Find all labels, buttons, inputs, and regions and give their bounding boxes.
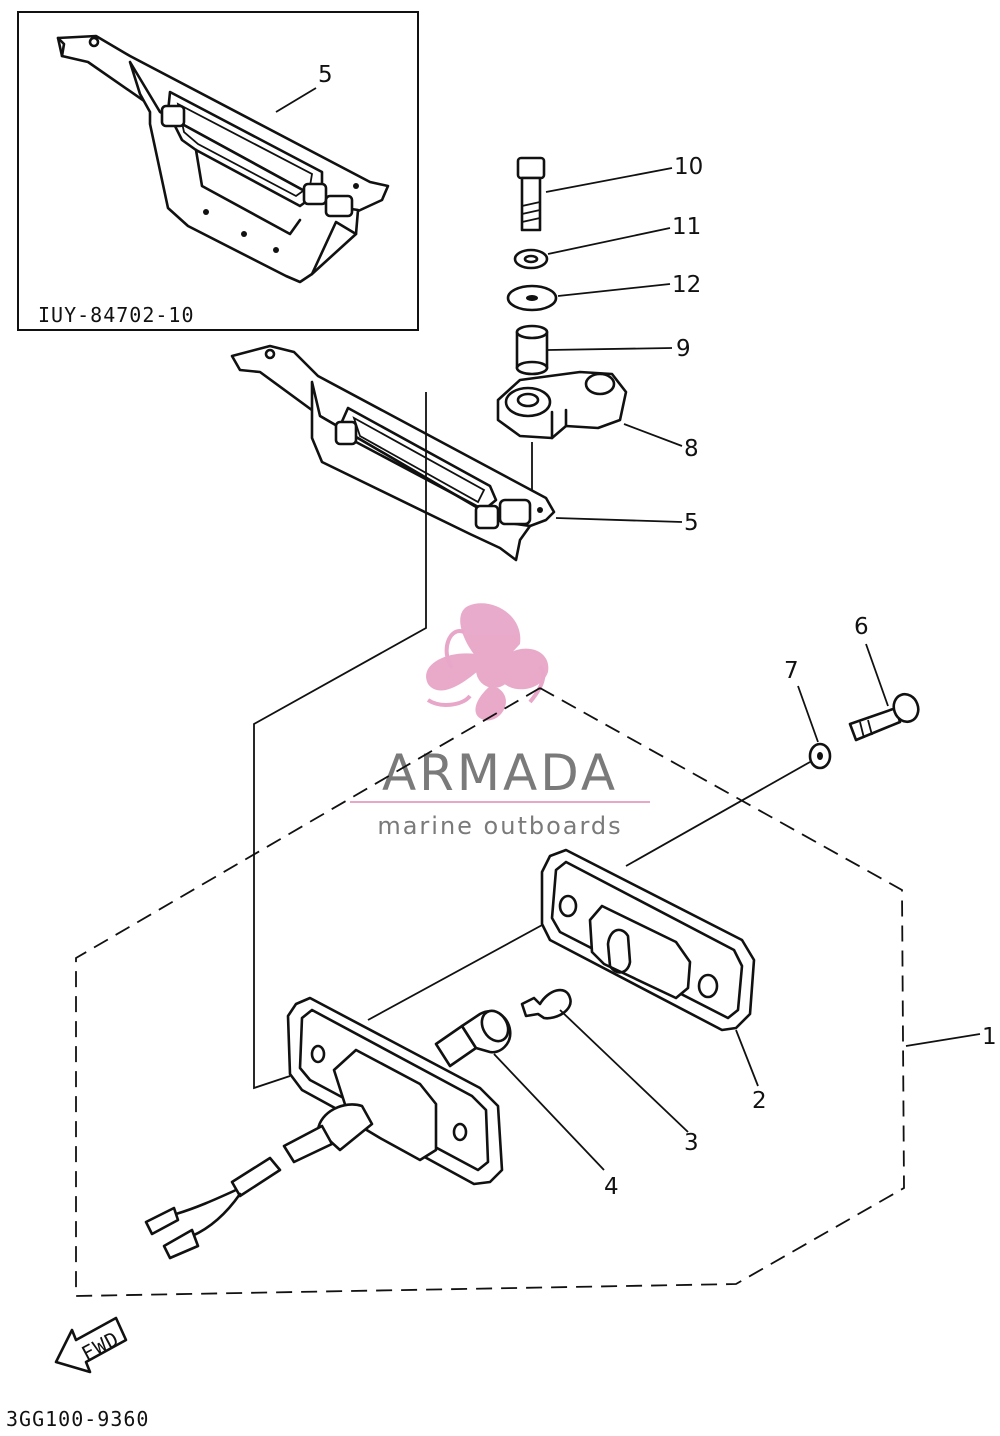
callout-lamp-assembly: 1	[982, 1024, 997, 1050]
screw-6	[848, 692, 920, 742]
fwd-arrow-icon: FWD	[54, 1316, 128, 1374]
lamp-assembly-outline	[75, 687, 905, 1297]
callout-screw: 6	[854, 614, 869, 640]
collar-9	[515, 324, 549, 376]
lens-2	[540, 848, 756, 1032]
callout-bracket: 5	[684, 510, 699, 536]
armada-watermark: ARMADA marine outboards	[350, 603, 650, 840]
arm-8	[496, 370, 628, 440]
bolt-10	[516, 156, 546, 232]
inset-panel: 5 IUY-84702-10	[17, 11, 419, 331]
callout-washer: 7	[784, 658, 799, 684]
plain-washer-12	[506, 284, 558, 312]
callout-spring-washer: 11	[672, 214, 701, 240]
propeller-logo-icon	[426, 603, 549, 721]
main-bracket-5	[230, 344, 556, 562]
inset-bracket-drawing	[56, 34, 390, 284]
diagram-code: 3GG100-9360	[6, 1407, 149, 1431]
inset-frame	[17, 11, 419, 331]
inset-part-code: IUY-84702-10	[38, 303, 195, 327]
socket-4	[434, 1009, 512, 1068]
callout-inset-bracket: 5	[318, 62, 333, 88]
callout-socket: 4	[604, 1174, 619, 1200]
callout-plain-washer: 12	[672, 272, 701, 298]
callout-bolt: 10	[674, 154, 703, 180]
callout-collar: 9	[676, 336, 691, 362]
callout-lens: 2	[752, 1088, 767, 1114]
callout-arm: 8	[684, 436, 699, 462]
bulb-3	[520, 988, 572, 1020]
spring-washer-11	[513, 248, 549, 270]
brand-name: ARMADA	[382, 744, 618, 802]
brand-tagline: marine outboards	[377, 812, 622, 840]
wire-harness	[144, 1103, 374, 1260]
callout-bulb: 3	[684, 1130, 699, 1156]
washer-7	[808, 742, 832, 770]
